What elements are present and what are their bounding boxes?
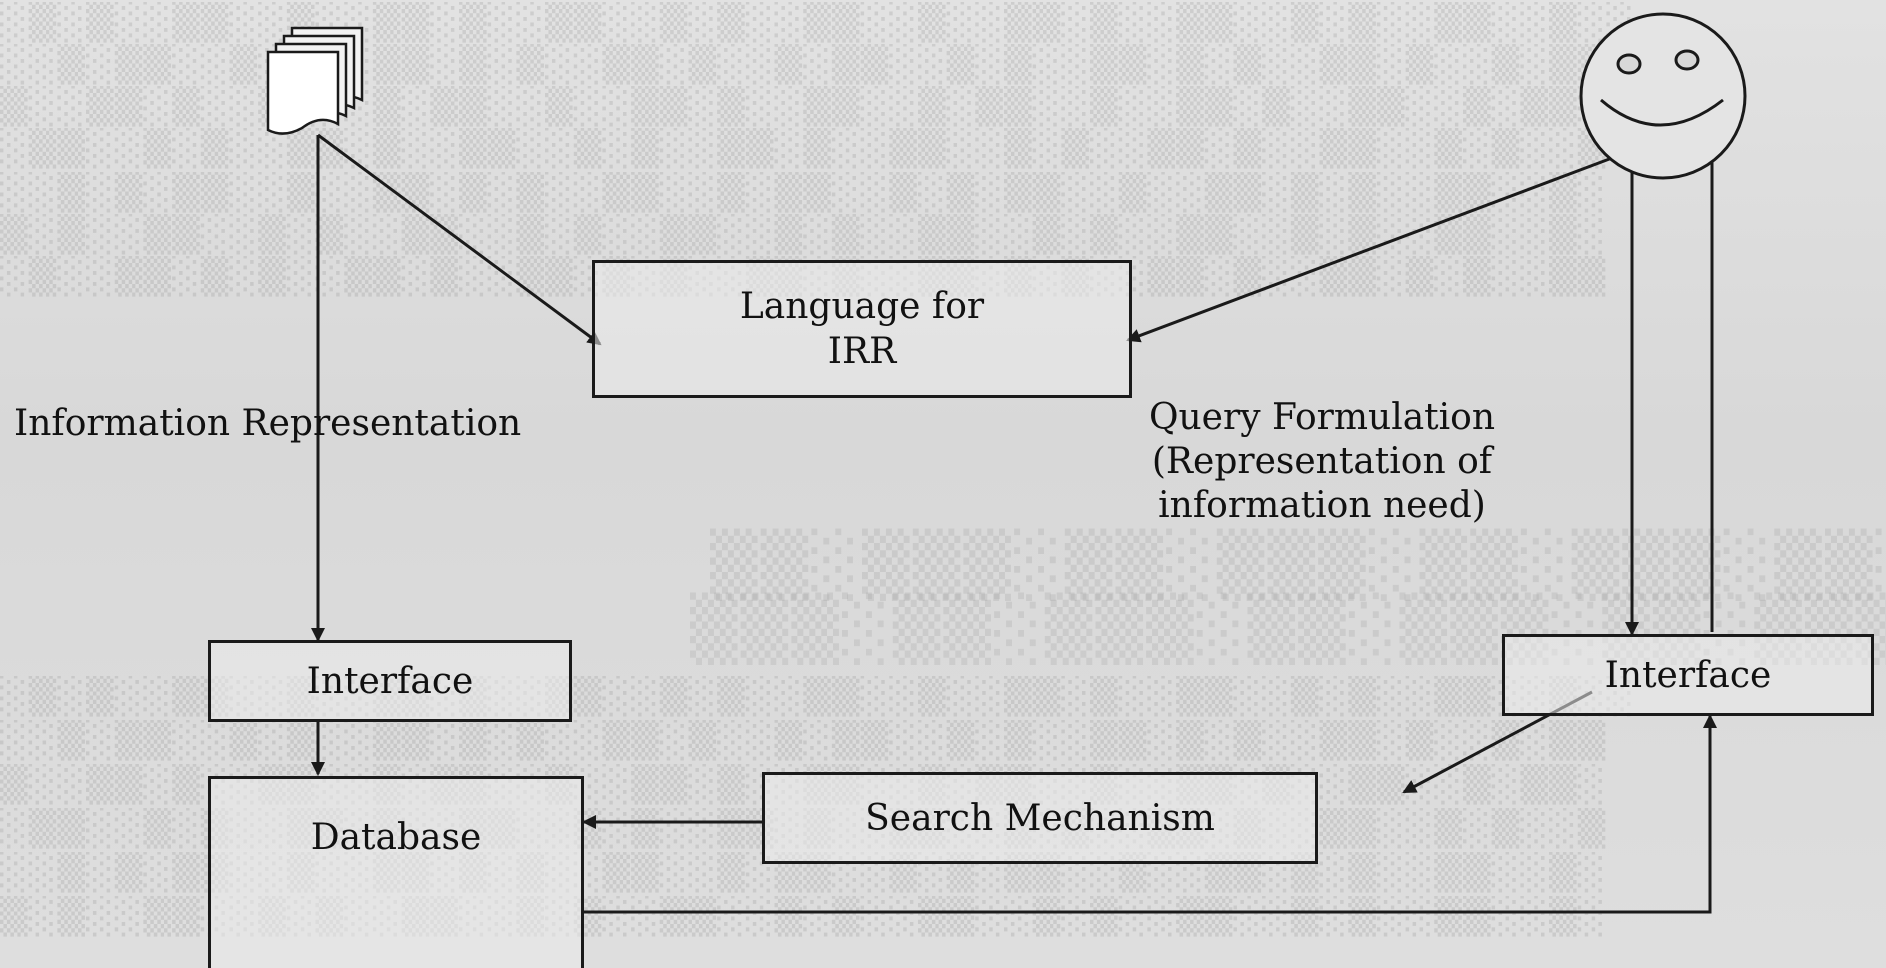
information-representation-label: Information Representation (14, 403, 522, 444)
interface-left-label: Interface (306, 660, 474, 702)
language-for-irr-box: Language for IRR (592, 260, 1132, 398)
arrow-user-to-language (1126, 156, 1613, 343)
search-mechanism-label: Search Mechanism (865, 797, 1215, 839)
query-formulation-label: Query Formulation (Representation of inf… (1112, 396, 1532, 528)
interface-left-box: Interface (208, 640, 572, 722)
interface-right-label: Interface (1604, 654, 1772, 696)
language-for-irr-line1: Language for (739, 286, 985, 327)
arrow-docs-to-language (317, 133, 602, 346)
language-for-irr-line2: IRR (827, 331, 897, 372)
smiley-face-icon (1579, 12, 1747, 180)
interface-right-box: Interface (1502, 634, 1874, 716)
database-box: Database (208, 776, 584, 968)
query-formulation-line3: information need) (1158, 484, 1486, 526)
documents-stack-icon (266, 26, 364, 135)
arrow-database-to-interface-right (584, 714, 1717, 914)
query-formulation-line2: (Representation of (1151, 440, 1493, 482)
database-label: Database (310, 817, 482, 858)
query-formulation-line1: Query Formulation (1148, 397, 1496, 438)
search-mechanism-box: Search Mechanism (762, 772, 1318, 864)
